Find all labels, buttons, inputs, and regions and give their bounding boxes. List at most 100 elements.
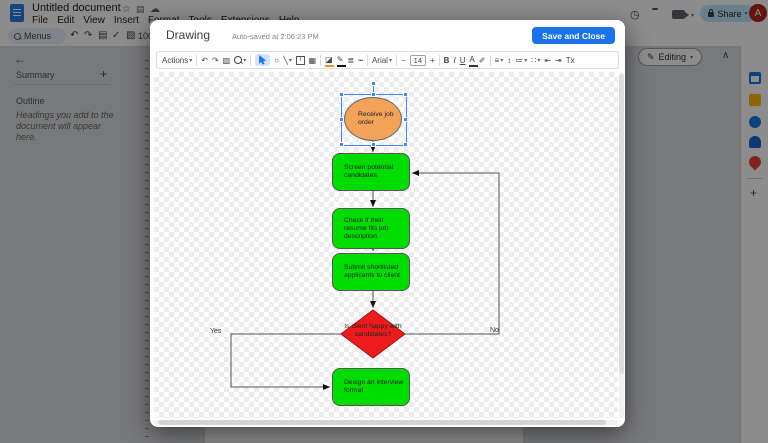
redo-button[interactable]: ↷: [84, 30, 93, 41]
edge-decision-design-yes[interactable]: [230, 333, 341, 390]
editing-mode-select[interactable]: ✎ Editing ▾: [638, 48, 703, 66]
meet-dropdown-icon[interactable]: ▾: [691, 13, 695, 19]
edge-decision-screen-no[interactable]: [405, 170, 500, 335]
horizontal-scrollbar[interactable]: [154, 420, 618, 425]
node-check-resume[interactable]: Check if their resume fits job descripti…: [332, 208, 410, 249]
highlight-color-button[interactable]: ✐: [478, 55, 486, 65]
search-icon: [14, 32, 21, 40]
drawing-canvas[interactable]: Receive job order Screen potential candi…: [154, 72, 618, 418]
pencil-icon: ✎: [647, 51, 655, 62]
text-color-button[interactable]: A: [469, 54, 480, 67]
vertical-scrollbar[interactable]: [619, 72, 624, 418]
document-title[interactable]: Untitled document: [32, 2, 121, 14]
chevron-down-icon: ▾: [524, 57, 528, 64]
line-weight-button[interactable]: ≣: [347, 55, 355, 65]
select-tool-button[interactable]: [255, 54, 271, 66]
align-icon: ≡: [494, 55, 500, 65]
meet-video-icon[interactable]: [672, 10, 689, 19]
paint-format-button[interactable]: ▧: [126, 30, 136, 41]
share-button[interactable]: Share ▾: [700, 5, 756, 22]
line-dash-button[interactable]: ┅: [358, 55, 363, 65]
share-dropdown-icon: ▾: [744, 11, 748, 17]
divider: [747, 178, 763, 179]
underline-button[interactable]: U: [459, 55, 466, 65]
rotation-line: [373, 85, 374, 95]
line-spacing-button[interactable]: ↕: [507, 55, 512, 65]
numbered-list-button[interactable]: ≔ ▾: [515, 56, 527, 65]
menus-search-button[interactable]: Menus: [8, 28, 66, 44]
tasks-icon[interactable]: [749, 116, 761, 128]
resize-handle-e[interactable]: [403, 117, 408, 122]
zoom-tool-button[interactable]: ▾: [234, 56, 246, 64]
menu-file[interactable]: File: [32, 15, 49, 26]
chevron-down-icon: ▾: [243, 57, 247, 64]
clear-formatting-button[interactable]: Tx: [565, 55, 575, 65]
docs-logo-icon[interactable]: [10, 4, 24, 22]
node-receive-job-order[interactable]: Receive job order: [344, 97, 402, 141]
resize-handle-ne[interactable]: [403, 92, 408, 97]
decision-diamond-shape[interactable]: [340, 309, 406, 359]
keep-icon[interactable]: [749, 94, 761, 106]
chevron-down-icon: ▾: [288, 57, 292, 64]
divider: [196, 54, 198, 66]
menu-edit[interactable]: Edit: [57, 15, 75, 26]
resize-handle-w[interactable]: [339, 117, 344, 122]
menu-view[interactable]: View: [83, 15, 105, 26]
font-family-select[interactable]: Arial ▾: [372, 56, 392, 65]
fill-color-button[interactable]: ◪: [325, 54, 334, 67]
italic-button[interactable]: I: [453, 55, 456, 65]
align-button[interactable]: ≡ ▾: [495, 56, 504, 65]
divider: [395, 54, 397, 66]
decrease-font-size-button[interactable]: −: [400, 55, 406, 65]
rotation-handle[interactable]: [371, 81, 376, 86]
save-and-close-button[interactable]: Save and Close: [532, 27, 615, 44]
spellcheck-button[interactable]: ✓: [112, 30, 121, 41]
edge-label-yes: Yes: [210, 328, 222, 335]
selection-bounding-box[interactable]: [339, 81, 408, 147]
print-button[interactable]: ▤: [98, 30, 108, 41]
text-box-tool-button[interactable]: T: [295, 55, 305, 65]
redo-button[interactable]: ↷: [211, 55, 219, 65]
shape-tool-button[interactable]: ○: [274, 55, 280, 65]
resize-handle-nw[interactable]: [339, 92, 344, 97]
undo-button[interactable]: ↶: [201, 55, 208, 65]
version-history-icon[interactable]: ◷: [630, 9, 640, 21]
decrease-indent-button[interactable]: ⇤: [544, 55, 552, 65]
increase-font-size-button[interactable]: +: [430, 55, 435, 65]
bulleted-list-button[interactable]: ∷ ▾: [531, 56, 540, 65]
resize-handle-s[interactable]: [371, 142, 376, 147]
add-summary-button[interactable]: +: [100, 67, 108, 81]
undo-button[interactable]: ↶: [70, 30, 79, 41]
paint-format-button[interactable]: ▧: [222, 55, 231, 65]
collapse-toolbar-icon[interactable]: ∧: [722, 50, 730, 61]
resize-handle-se[interactable]: [403, 142, 408, 147]
contacts-icon[interactable]: [749, 136, 761, 148]
account-avatar[interactable]: A: [749, 4, 767, 22]
font-size-field[interactable]: 14: [409, 54, 426, 66]
node-submit-applicants[interactable]: Submit shortlisted applicants to client: [332, 253, 410, 291]
menu-insert[interactable]: Insert: [113, 15, 139, 26]
resize-handle-n[interactable]: [371, 92, 376, 97]
node-design-interview[interactable]: Design an interview format: [332, 368, 410, 406]
line-tool-button[interactable]: ╲ ▾: [283, 56, 292, 65]
divider: [438, 54, 440, 66]
star-icon[interactable]: ☆: [122, 4, 131, 15]
outline-label: Outline: [16, 96, 45, 106]
move-folder-icon[interactable]: ▤: [136, 4, 145, 14]
vertical-scrollbar-thumb[interactable]: [619, 74, 624, 374]
bold-button[interactable]: B: [443, 55, 450, 65]
node-decision-label[interactable]: Is client happy with candidates?: [344, 323, 402, 338]
node-screen-candidates[interactable]: Screen potential candidates: [332, 153, 410, 191]
add-addon-icon[interactable]: +: [750, 186, 758, 200]
drawing-toolbar: Actions ▾ ↶ ↷ ▧ ▾ ○ ╲ ▾ T ▦: [156, 51, 619, 69]
calendar-icon[interactable]: [749, 72, 761, 84]
horizontal-scrollbar-thumb[interactable]: [158, 420, 606, 425]
resize-handle-sw[interactable]: [339, 142, 344, 147]
insert-image-button[interactable]: ▦: [308, 55, 317, 65]
increase-indent-button[interactable]: ⇥: [555, 55, 562, 65]
divider: [320, 54, 322, 66]
comment-icon[interactable]: [652, 8, 658, 10]
line-color-button[interactable]: ✎: [336, 54, 346, 67]
close-outline-icon[interactable]: ←: [14, 52, 26, 66]
actions-menu-button[interactable]: Actions ▾: [162, 56, 192, 65]
